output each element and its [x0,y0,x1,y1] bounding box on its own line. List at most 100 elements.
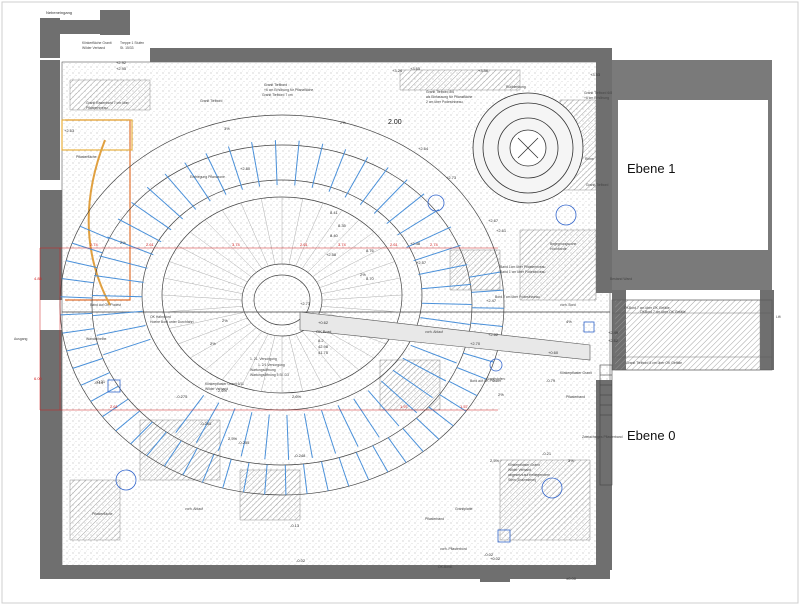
note-53: Bord auf OK Pflaster [470,379,502,383]
stair-step-line [175,395,205,433]
stair-step-line [303,463,308,494]
stair-step-line [195,402,220,444]
elevation-label: +0.62 [318,320,329,325]
note-42: Begegnungszone [550,242,577,246]
elevation-label: ±0.00 [566,576,577,581]
elevation-label: +2.95 [116,66,127,71]
stair-step-line [469,271,501,278]
slope-label: 3% [224,126,230,131]
radial-line [190,322,252,359]
radial-line [178,317,248,345]
elevation-label: +3.65 [410,66,421,71]
radial-line [316,245,386,283]
stair-step-line [448,380,478,397]
stair-step-line [264,464,268,495]
stair-step-line [96,325,146,336]
stair-step-line [311,143,324,188]
stair-step-line [66,343,98,352]
note-50: Klinkerpflaster Granit [560,371,592,375]
elevation-label: +2.70 [470,341,481,346]
corridor [611,299,773,371]
radial-line [221,209,263,269]
note-11: Pflasterniveau [86,106,108,110]
radial-line [301,209,343,269]
dimension-label: 2.74 [90,242,99,247]
elevation-label: -0.02 [296,558,306,563]
note-41: Bord 2 cm über Podestniveau [495,295,540,299]
lower-stair-block [599,364,613,486]
note-5: Granit Tieflbord [264,83,287,87]
stair-step-line [163,440,182,467]
stair-step-line [387,437,407,463]
dimension-label: 3.74 [232,242,241,247]
stair-step-line [471,307,505,309]
note-20: Klinkerpflaster Granit 6/11 [205,382,244,386]
radial-line [169,261,245,288]
stair-outer-3: -0.255 [238,440,250,445]
stair-step-line [184,162,211,202]
radial-line [288,335,303,392]
radial-line [169,312,245,329]
title-top-left: Nebeneingang [46,10,72,15]
stair-step-line [62,278,94,284]
stair-mid-1: 8.41 [330,210,339,215]
dimension-label: 1.97 [400,404,409,409]
note-14: Pflasterfläche [76,155,97,159]
note-22: Zweiachsiges Pflasterband [582,435,623,439]
stair-step-line [164,173,197,210]
note-43: Hochborde [550,247,567,251]
stair-step-line [107,236,154,256]
core-label-2: 8.2 [318,338,324,343]
stair-step-line [264,414,270,460]
radial-line [204,219,257,273]
slope-label: 2% [210,341,216,346]
note-32: vorh. Ablauf [425,330,443,334]
ramp-curve [87,139,111,306]
note-28: Pflasterband [425,517,444,521]
stair-step-line [344,156,369,198]
note-15: Band 1cm über Pflasterniveau [500,265,546,269]
note-30: Pflasterband [566,395,585,399]
radial-line [163,277,243,294]
stair-step-line [355,452,370,481]
radial-line [307,327,360,371]
radial-line [261,335,276,392]
stair-step-line [410,344,457,364]
note-9: 2 cm über Podestniveau [426,100,463,104]
stair-step-line [205,153,227,195]
stair-step-line [146,186,184,220]
stair-step-line [456,367,487,380]
radial-line [295,333,324,388]
walls [40,10,774,582]
stair-step-line [131,201,172,231]
stair-step-line [146,431,167,457]
tower-stair [472,92,584,204]
stair-step-line [201,454,215,483]
elevation-label: +2.63 [64,128,75,133]
diagonal-ramp [299,311,591,361]
note-35: Granit Tiefbord 6/8 [584,91,612,95]
note-13: Einfriegung Pflanzzone [190,175,225,179]
stair-step-line [470,322,503,327]
stair-mid-4: 8.76 [366,248,375,253]
note-17: Rücklenkung [506,85,526,89]
stair-step-line [103,338,151,356]
note-23: Klinkerpflaster Granit [508,463,540,467]
dimension-lines [39,247,498,411]
elevation-label: +2.80 [240,166,251,171]
radial-line [319,261,395,288]
slope-labels: 2%2%2%2%3%2%3%4%2%2,5%2,5%2,6%2,6% [120,120,574,463]
note-1: Klinkerfläche Granit [82,41,112,45]
stair-step-line [72,357,104,369]
stair-step-line [92,295,143,298]
stair-step-line [60,312,93,316]
note-51: OK Hahnbord [150,315,171,319]
elevation-label: +2.52 [608,338,619,343]
note-52: Hoehe Bord unter Durchfahrt [150,320,194,324]
radial-line [163,306,243,313]
stair-step-line [79,225,110,240]
note-3: Treppe 1 Stufen [120,41,144,45]
elevation-label: +2.64 [418,146,429,151]
note-27: Granitplatte [455,507,473,511]
dimension-label: 2.61 [146,242,155,247]
